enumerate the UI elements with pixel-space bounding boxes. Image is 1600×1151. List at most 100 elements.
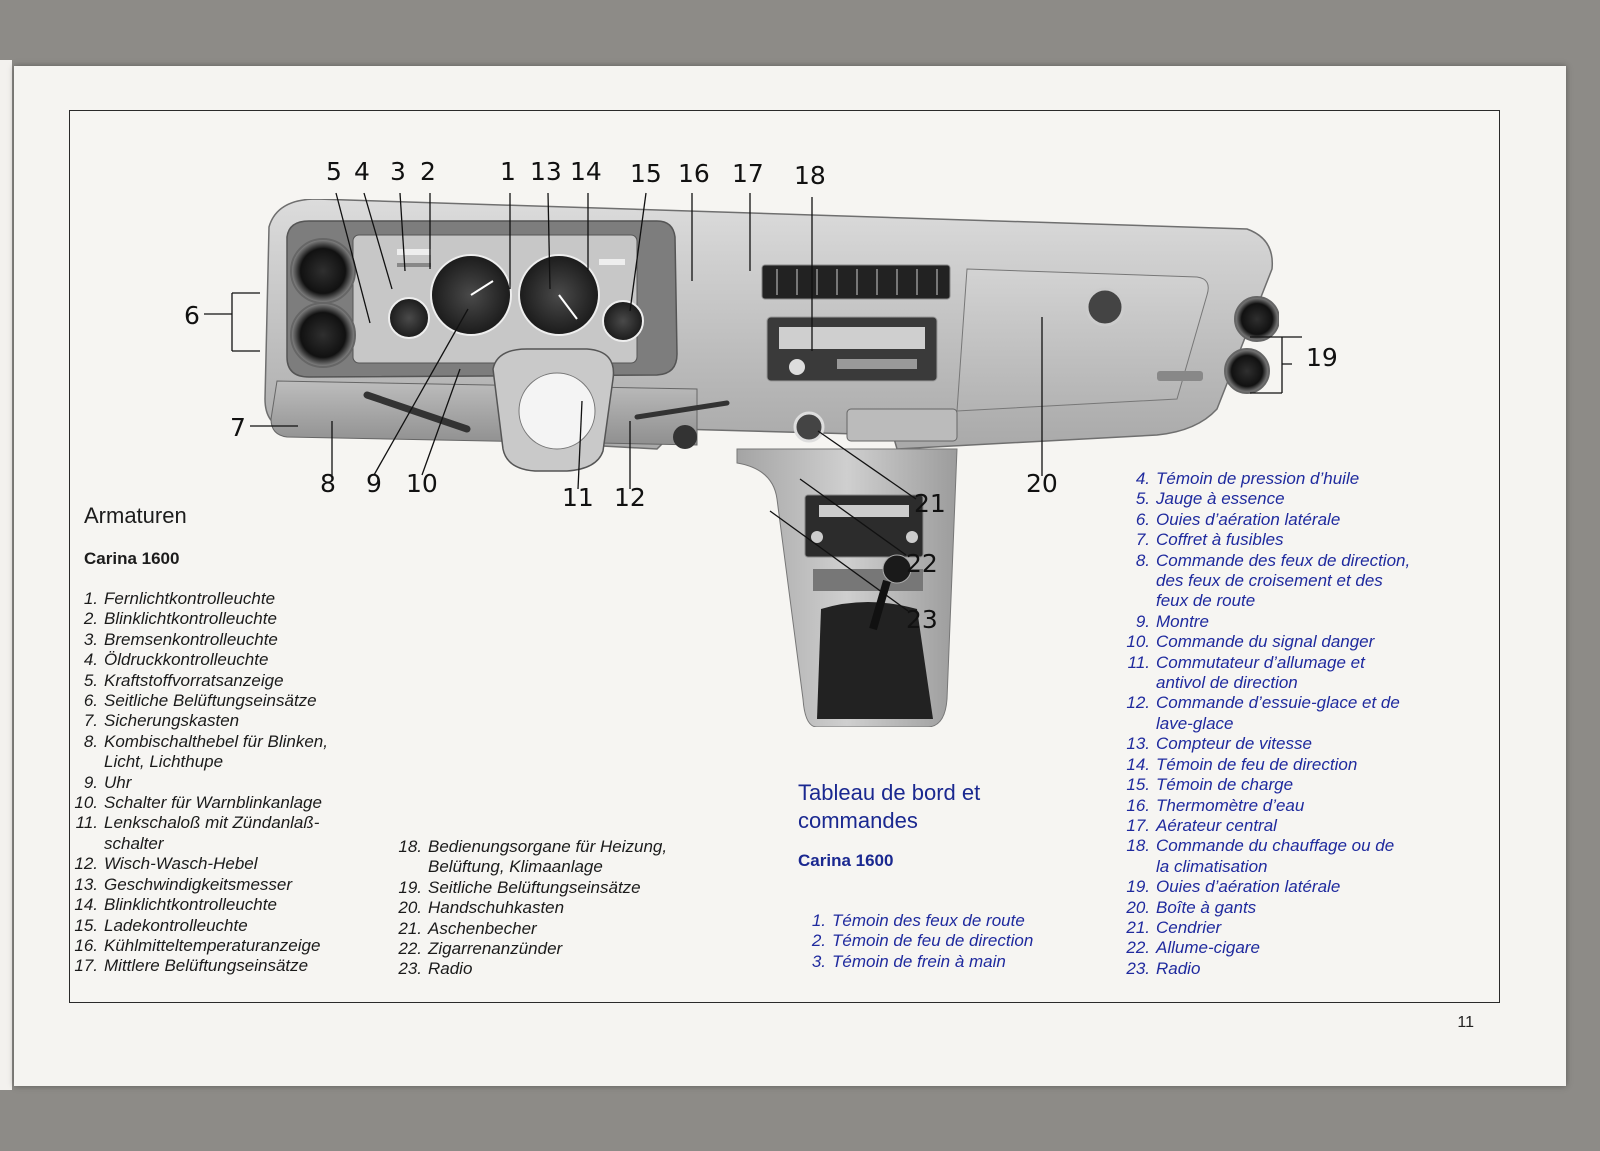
legend-item: 22.Zigarrenanzünder [394,939,714,959]
legend-number: 7. [83,711,98,731]
legend-number: 13. [74,874,98,894]
legend-text: Radio [1156,958,1201,978]
legend-text: Témoin des feux de route [832,911,1025,930]
legend-item: 5.Kraftstoffvorratsanzeige [70,671,400,691]
callout-7: 7 [230,413,246,442]
legend-text: Montre [1156,611,1209,631]
legend-number: 4. [83,650,98,670]
legend-number: 2. [811,931,826,951]
legend-number: 11. [1127,652,1150,672]
legend-item: 6.Ouies d’aération latérale [1122,510,1482,530]
legend-number: 6. [83,691,98,711]
legend-text: Kombischalthebel für Blinken, Licht, Lic… [104,731,328,772]
legend-text: Blinklichtkontrolleuchte [104,895,277,915]
legend-number: 18. [398,837,422,856]
legend-number: 1. [811,911,826,930]
legend-item: 1.Fernlichtkontrolleuchte [70,589,400,609]
legend-text: Mittlere Belüftungseinsätze [104,956,309,976]
callout-16: 16 [678,159,710,188]
legend-number: 8. [1135,550,1150,570]
german-legend-column-2: 18.Bedienungsorgane für Heizung, Belüftu… [394,837,714,980]
legend-number: 21. [1126,917,1150,937]
dashboard-photo [264,199,1279,727]
legend-number: 13. [1126,734,1150,754]
callout-19: 19 [1306,343,1338,372]
legend-text: Jauge à essence [1156,489,1285,509]
legend-number: 8. [83,731,98,751]
legend-item: 11. Lenkschaloß mit Zündanlaß- schalter [70,813,400,854]
legend-number: 6. [1135,509,1150,529]
legend-text: Lenkschaloß mit Zündanlaß- schalter [104,813,320,853]
legend-item: 23. Radio [1122,959,1482,979]
legend-item: 8. Commande des feux de direction, des fe… [1122,551,1482,612]
legend-number: 18. [1126,836,1150,856]
legend-item: 18. Commande du chauffage ou de la climat… [1122,836,1482,877]
callout-12: 12 [614,483,646,512]
legend-text: Commande du chauffage ou de la climatisa… [1156,836,1395,876]
legend-number: 11. [75,813,98,833]
callout-5: 5 [326,157,342,186]
legend-item: 18.Bedienungsorgane für Heizung, Belüftu… [394,837,714,878]
legend-number: 1. [83,589,98,608]
legend-text: Allume-cigare [1156,938,1260,958]
legend-text: Témoin de feu de direction [1156,754,1358,774]
legend-text: Thermomètre d’eau [1156,795,1305,815]
legend-item: 12.Commande d’essuie-glace et de lave-gl… [1122,693,1482,734]
manual-page: 5 4 3 2 1 13 14 15 16 17 18 6 19 7 8 9 1… [14,66,1566,1086]
legend-item: 17.Aérateur central [1122,816,1482,836]
legend-item: 20.Boîte à gants [1122,898,1482,918]
callout-8: 8 [320,469,336,498]
callout-17: 17 [732,159,764,188]
legend-number: 9. [1135,611,1150,631]
legend-number: 19. [398,877,422,897]
legend-text: Commande d’essuie-glace et de lave-glace [1156,693,1400,733]
legend-item: 21.Aschenbecher [394,919,714,939]
content-frame: 5 4 3 2 1 13 14 15 16 17 18 6 19 7 8 9 1… [69,110,1500,1003]
legend-item: 7. Sicherungskasten [70,711,400,731]
legend-number: 20. [398,898,422,918]
legend-item: 13.Geschwindigkeitsmesser [70,875,400,895]
legend-text: Bremsenkontrolleuchte [104,629,278,649]
legend-number: 15. [1126,775,1150,795]
callout-4: 4 [354,157,370,186]
legend-text: Kraftstoffvorratsanzeige [104,670,284,690]
legend-text: Témoin de charge [1156,775,1294,795]
legend-number: 9. [83,772,98,792]
legend-text: Kühlmitteltemperaturanzeige [104,935,321,955]
legend-item: 21.Cendrier [1122,918,1482,938]
legend-text: Commande des feux de direction, des feux… [1156,550,1411,611]
legend-text: Commande du signal danger [1156,632,1375,652]
legend-number: 17. [74,956,98,976]
legend-number: 5. [1135,489,1150,509]
callout-3: 3 [390,157,406,186]
callout-11: 11 [562,483,594,512]
legend-number: 21. [398,918,422,938]
legend-item: 14.Blinklichtkontrolleuchte [70,895,400,915]
legend-item: 10.Schalter für Warnblinkanlage [70,793,400,813]
legend-item: 23.Radio [394,959,714,979]
legend-number: 2. [83,609,98,629]
callout-9: 9 [366,469,382,498]
legend-item: 20.Handschuhkasten [394,898,714,918]
legend-text: Témoin de pression d’huile [1156,469,1360,488]
legend-item: 6. Seitliche Belüftungseinsätze [70,691,400,711]
legend-text: Seitliche Belüftungseinsätze [104,691,317,711]
legend-text: Témoin de frein à main [832,951,1006,971]
legend-number: 23. [1126,958,1150,978]
legend-number: 10. [1126,632,1150,652]
legend-text: Öldruckkontrolleuchte [104,650,269,670]
callout-21: 21 [914,489,946,518]
legend-number: 10. [74,793,98,813]
callout-23: 23 [906,605,938,634]
legend-text: Sicherungskasten [104,711,240,731]
legend-number: 14. [1126,754,1150,774]
legend-text: Zigarrenanzünder [428,939,563,959]
legend-item: 9.Uhr [70,773,400,793]
legend-number: 4. [1135,469,1150,488]
page-number: 11 [1457,1014,1474,1031]
legend-item: 4. Témoin de pression d’huile [1122,469,1482,489]
legend-text: Radio [428,959,473,979]
legend-item: 3.Témoin de frein à main [798,952,1098,972]
